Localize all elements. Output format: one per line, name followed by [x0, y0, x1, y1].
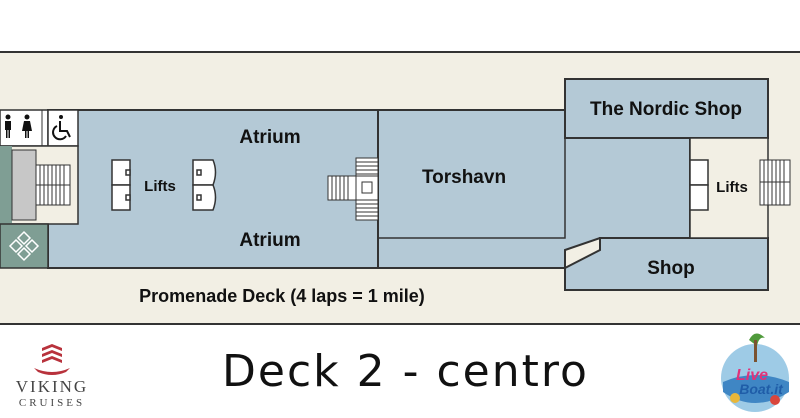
restroom-icon: [5, 114, 32, 138]
tile-pattern-icon: [0, 223, 49, 269]
green-strip: [0, 146, 12, 224]
svg-text:Live: Live: [736, 367, 768, 384]
nordic-shop-label: The Nordic Shop: [590, 99, 742, 120]
promenade-label: Promenade Deck (4 laps = 1 mile): [139, 286, 425, 306]
torshavn-label: Torshavn: [422, 167, 506, 188]
atrium-label-top: Atrium: [239, 127, 300, 148]
liveboat-logo: Live Boat.it: [721, 333, 789, 412]
viking-sub: CRUISES: [18, 397, 86, 409]
central-stairs: [327, 157, 379, 221]
deck-title: Deck 2 - centro: [222, 346, 589, 397]
deck-plan: Atrium Atrium Lifts Lifts Torshavn The N…: [0, 51, 800, 325]
viking-name: VIKING: [15, 377, 89, 396]
viking-logo: VIKING CRUISES: [4, 342, 100, 414]
viking-ship-icon: [34, 344, 70, 375]
elevator-icon: [111, 159, 217, 211]
lifts-label-left: Lifts: [144, 178, 176, 195]
stairs-icon-right: [759, 159, 791, 206]
shop-label: Shop: [647, 258, 695, 279]
svg-text:Boat.it: Boat.it: [739, 381, 784, 397]
wheelchair-icon: [52, 115, 71, 141]
atrium-label-bottom: Atrium: [239, 230, 300, 251]
nordic-shop-room: [564, 78, 769, 139]
stairs-icon: [35, 164, 71, 206]
lifts-label-right: Lifts: [716, 179, 748, 196]
elevator-icon-right: [689, 159, 709, 211]
